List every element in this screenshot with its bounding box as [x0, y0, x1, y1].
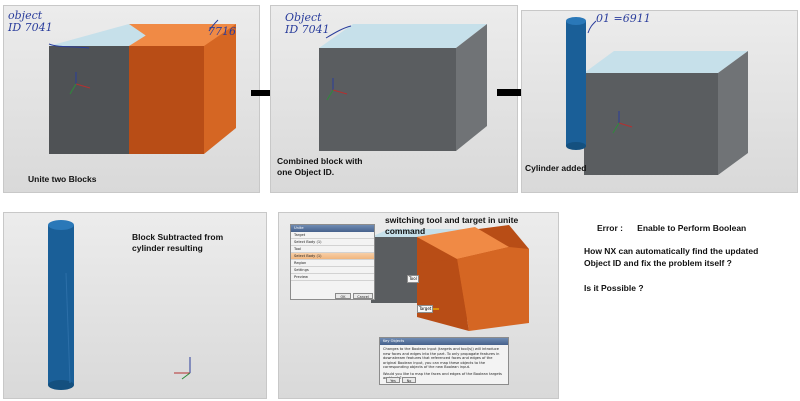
settings-section[interactable]: Settings — [291, 267, 374, 274]
key-objects-dialog: Key Objects Changes to the Boolean input… — [379, 337, 509, 385]
panel-block-subtracted: Block Subtracted from cylinder resulting — [3, 212, 267, 399]
caption-block-subtracted: Block Subtracted from cylinder resulting — [132, 232, 224, 253]
ok-button[interactable]: OK — [335, 293, 351, 299]
cancel-button[interactable]: Cancel — [353, 293, 373, 299]
unite-dialog-title: Unite — [291, 225, 374, 232]
select-tool-body[interactable]: Select Body (1) — [291, 253, 374, 260]
combined-block-illustration — [319, 24, 487, 151]
panel-cylinder-added: 01 =6911 Cylinder added — [521, 10, 798, 193]
annotation-object-id-7041: Object ID 7041 — [285, 11, 330, 36]
tool-tag: Tool — [407, 275, 419, 283]
two-blocks-illustration — [48, 19, 236, 154]
region-section[interactable]: Region — [291, 260, 374, 267]
unite-switch-illustration — [371, 225, 529, 331]
caption-combined-block: Combined block with one Object ID. — [277, 156, 363, 177]
annotation-01-6911: 01 =6911 — [596, 12, 651, 25]
panel-unite-two-blocks: object ID 7041 7716 Unite two Blocks — [3, 5, 260, 193]
caption-cylinder-added: Cylinder added — [525, 163, 587, 173]
panel-combined-block: Object ID 7041 Combined block with one O… — [270, 5, 518, 193]
possible-note: Is it Possible ? — [584, 283, 644, 293]
preview-section[interactable]: Preview — [291, 274, 374, 281]
caption-switching-tool-target: switching tool and target in unite comma… — [385, 215, 519, 236]
no-button[interactable]: No — [402, 377, 416, 383]
target-tag: Target — [417, 305, 434, 313]
select-target-body[interactable]: Select Body (1) — [291, 239, 374, 246]
tool-section[interactable]: Tool — [291, 246, 374, 253]
subtracted-cylinder-illustration — [48, 220, 191, 390]
key-objects-dialog-title: Key Objects — [380, 338, 508, 345]
panel-switching-tool-target: switching tool and target in unite comma… — [278, 212, 559, 399]
annotation-7716: 7716 — [208, 25, 236, 38]
caption-unite-two-blocks: Unite two Blocks — [28, 174, 97, 184]
error-note: Error : Enable to Perform Boolean — [597, 223, 747, 233]
yes-button[interactable]: Yes — [386, 377, 400, 383]
target-section[interactable]: Target — [291, 232, 374, 239]
question-note: How NX can automatically find the update… — [584, 246, 759, 268]
unite-dialog: Unite Target Select Body (1) Tool Select… — [290, 224, 375, 300]
annotation-object-id-7041: object ID 7041 — [8, 9, 53, 34]
cylinder-added-illustration — [566, 17, 748, 175]
